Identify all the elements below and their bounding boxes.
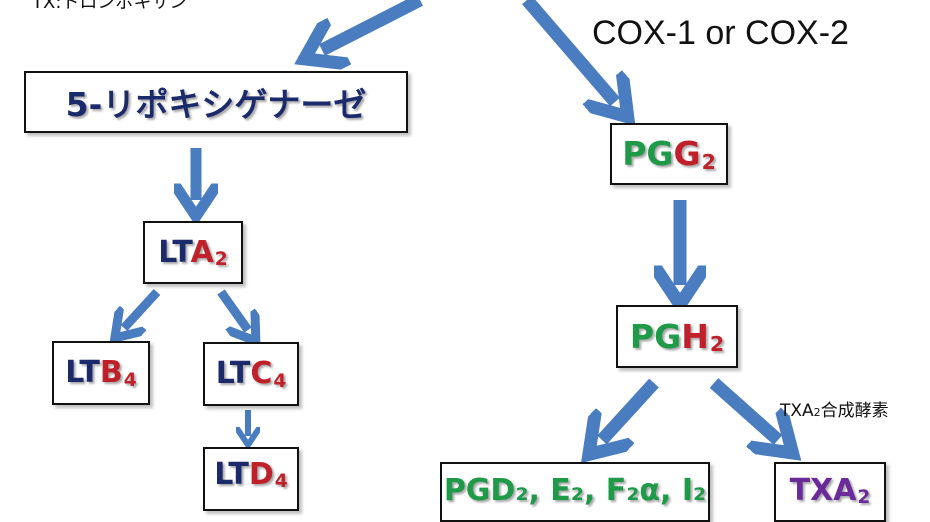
prostanoids-box: PGD₂, E₂, F₂α, I₂: [440, 462, 710, 522]
arrow-pgh2-to-pgd2: [602, 378, 659, 440]
prostanoids-label: PGD₂, E₂, F₂α, I₂: [443, 473, 707, 508]
ltb4-label: LTB4: [65, 355, 137, 391]
lta2-box: LTA2: [143, 221, 243, 284]
arrow-pgh2-to-txa2: [709, 378, 778, 440]
lipoxygenase-box: 5-リポキシゲナーゼ: [24, 71, 408, 133]
arrow-lta2-to-ltb4: [124, 288, 161, 328]
lipoxygenase-label: 5-リポキシゲナーゼ: [65, 85, 367, 124]
pgg2-box: PGG2: [610, 123, 728, 185]
arrow-lta2-to-ltc4: [217, 289, 248, 330]
arrow-to-lipox: [322, 0, 423, 50]
arrows-layer: [0, 0, 930, 488]
txa2-synthase-label: TXA2合成酵素: [780, 401, 889, 421]
ltc4-label: LTC4: [215, 356, 287, 392]
txa2-label: TXA2: [789, 473, 871, 509]
txa2-box: TXA2: [774, 462, 886, 522]
ltb4-box: LTB4: [52, 341, 150, 405]
top-label: TX:トロンボキサン: [32, 0, 188, 13]
ltc4-box: LTC4: [203, 342, 299, 406]
lta2-label: LTA2: [158, 234, 228, 271]
ltd4-box: LTD4: [203, 447, 299, 511]
ltd4-label: LTD4: [214, 457, 288, 493]
cox-label: COX-1 or COX-2: [592, 14, 849, 52]
arrow-to-pgg2: [522, 0, 615, 102]
pgh2-box: PGH2: [616, 305, 738, 368]
pgg2-label: PGG2: [622, 134, 716, 174]
pgh2-label: PGH2: [629, 316, 725, 357]
